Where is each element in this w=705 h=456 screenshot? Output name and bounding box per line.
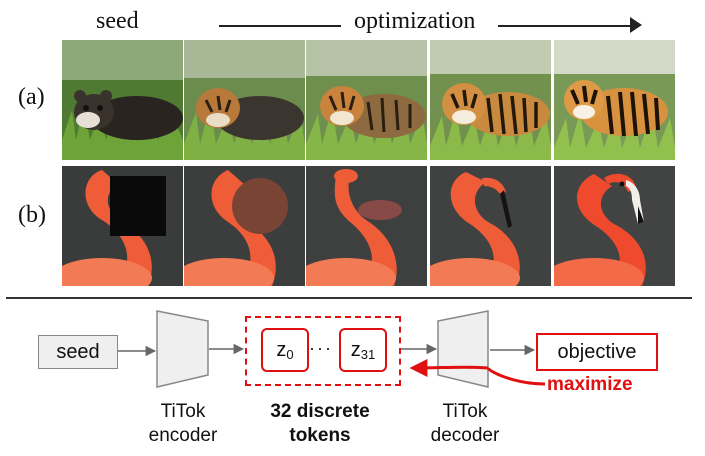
tokens-caption: 32 discrete tokens bbox=[250, 400, 390, 448]
row-b-image-step-1 bbox=[184, 166, 305, 286]
row-b-image-step-3 bbox=[430, 166, 551, 286]
encoder-caption-line-2: encoder bbox=[148, 425, 218, 446]
optimization-header: optimization bbox=[354, 8, 476, 34]
row-b-image-step-2 bbox=[306, 166, 427, 286]
token-z31-sub: 31 bbox=[360, 346, 376, 362]
encoder-caption-line-1: TiTok bbox=[160, 401, 206, 422]
token-z31-base: z bbox=[350, 338, 361, 361]
row-b-image-step-4 bbox=[554, 166, 675, 286]
titok-decoder-shape bbox=[437, 310, 489, 388]
seed-box: seed bbox=[38, 335, 118, 369]
maximize-label: maximize bbox=[547, 374, 633, 395]
decoder-caption-line-1: TiTok bbox=[442, 401, 488, 422]
decoder-caption: TiTok decoder bbox=[420, 400, 510, 448]
seed-column-header: seed bbox=[96, 8, 139, 34]
row-a-image-step-2 bbox=[306, 40, 427, 160]
section-divider bbox=[6, 297, 692, 299]
row-a-image-step-4 bbox=[554, 40, 675, 160]
optimization-arrow-head-icon bbox=[630, 17, 642, 33]
optimization-arrow-left-line bbox=[219, 25, 341, 27]
row-a-image-step-3 bbox=[430, 40, 551, 160]
tokens-caption-line-1: 32 discrete bbox=[270, 401, 370, 422]
row-a-image-step-1 bbox=[184, 40, 305, 160]
row-b-image-step-0 bbox=[62, 166, 183, 286]
token-ellipsis: ··· bbox=[309, 338, 333, 358]
token-z0-base: z bbox=[276, 338, 287, 361]
row-a-image-step-0 bbox=[62, 40, 183, 160]
tokens-dashed-frame bbox=[245, 316, 401, 386]
row-label-b: (b) bbox=[18, 202, 46, 228]
decoder-caption-line-2: decoder bbox=[430, 425, 500, 446]
objective-box: objective bbox=[536, 333, 658, 371]
tokens-caption-line-2: tokens bbox=[289, 425, 351, 446]
row-label-a: (a) bbox=[18, 84, 45, 110]
optimization-arrow-right-line bbox=[498, 25, 633, 27]
titok-encoder-shape bbox=[156, 310, 209, 388]
token-z0-sub: 0 bbox=[286, 346, 294, 362]
encoder-caption: TiTok encoder bbox=[138, 400, 228, 448]
